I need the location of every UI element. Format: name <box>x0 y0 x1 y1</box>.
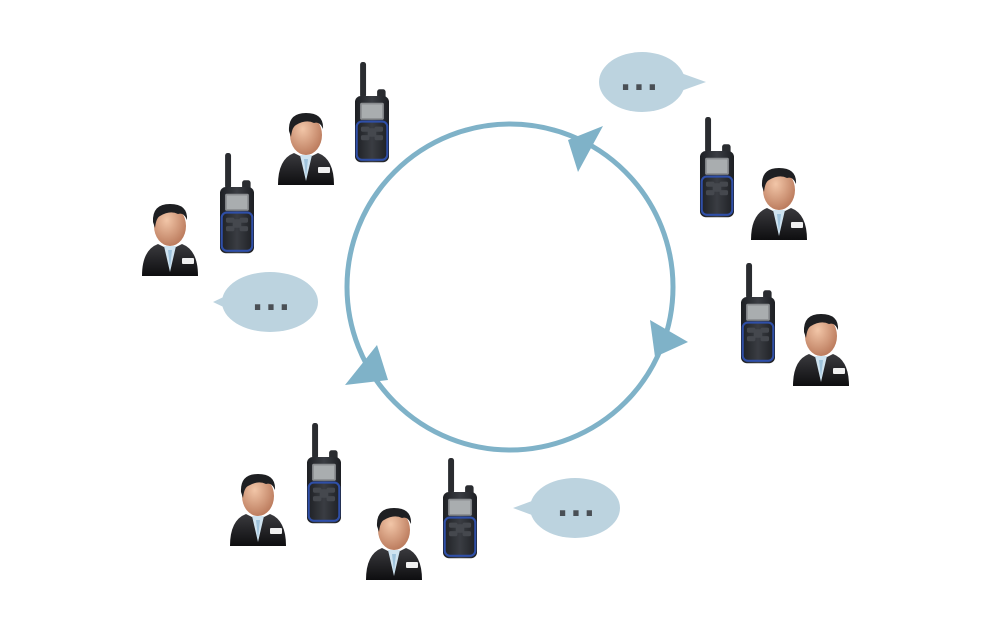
bubble-text: ... <box>252 283 292 318</box>
speech-bubble-bottom: ... <box>513 478 620 538</box>
radio-icon <box>441 456 479 560</box>
cycle-arrow-top <box>568 126 603 172</box>
cycle-ring <box>344 121 676 453</box>
bubble-text: ... <box>557 489 597 524</box>
person-icon <box>793 314 849 386</box>
radio-icon <box>218 151 256 255</box>
bubble-text: ... <box>620 63 660 98</box>
speech-bubble-left: ... <box>213 272 318 332</box>
cycle-arrow-left <box>345 345 388 385</box>
radio-icon <box>739 261 777 365</box>
person-icon <box>230 474 286 546</box>
person-icon <box>366 508 422 580</box>
person-icon <box>142 204 198 276</box>
person-icon <box>751 168 807 240</box>
radio-icon <box>353 60 391 164</box>
speech-bubble-top-right: ... <box>599 52 706 112</box>
radio-icon <box>305 421 343 525</box>
cycle-arrow-right <box>650 320 688 357</box>
person-icon <box>278 113 334 185</box>
radio-icon <box>698 115 736 219</box>
